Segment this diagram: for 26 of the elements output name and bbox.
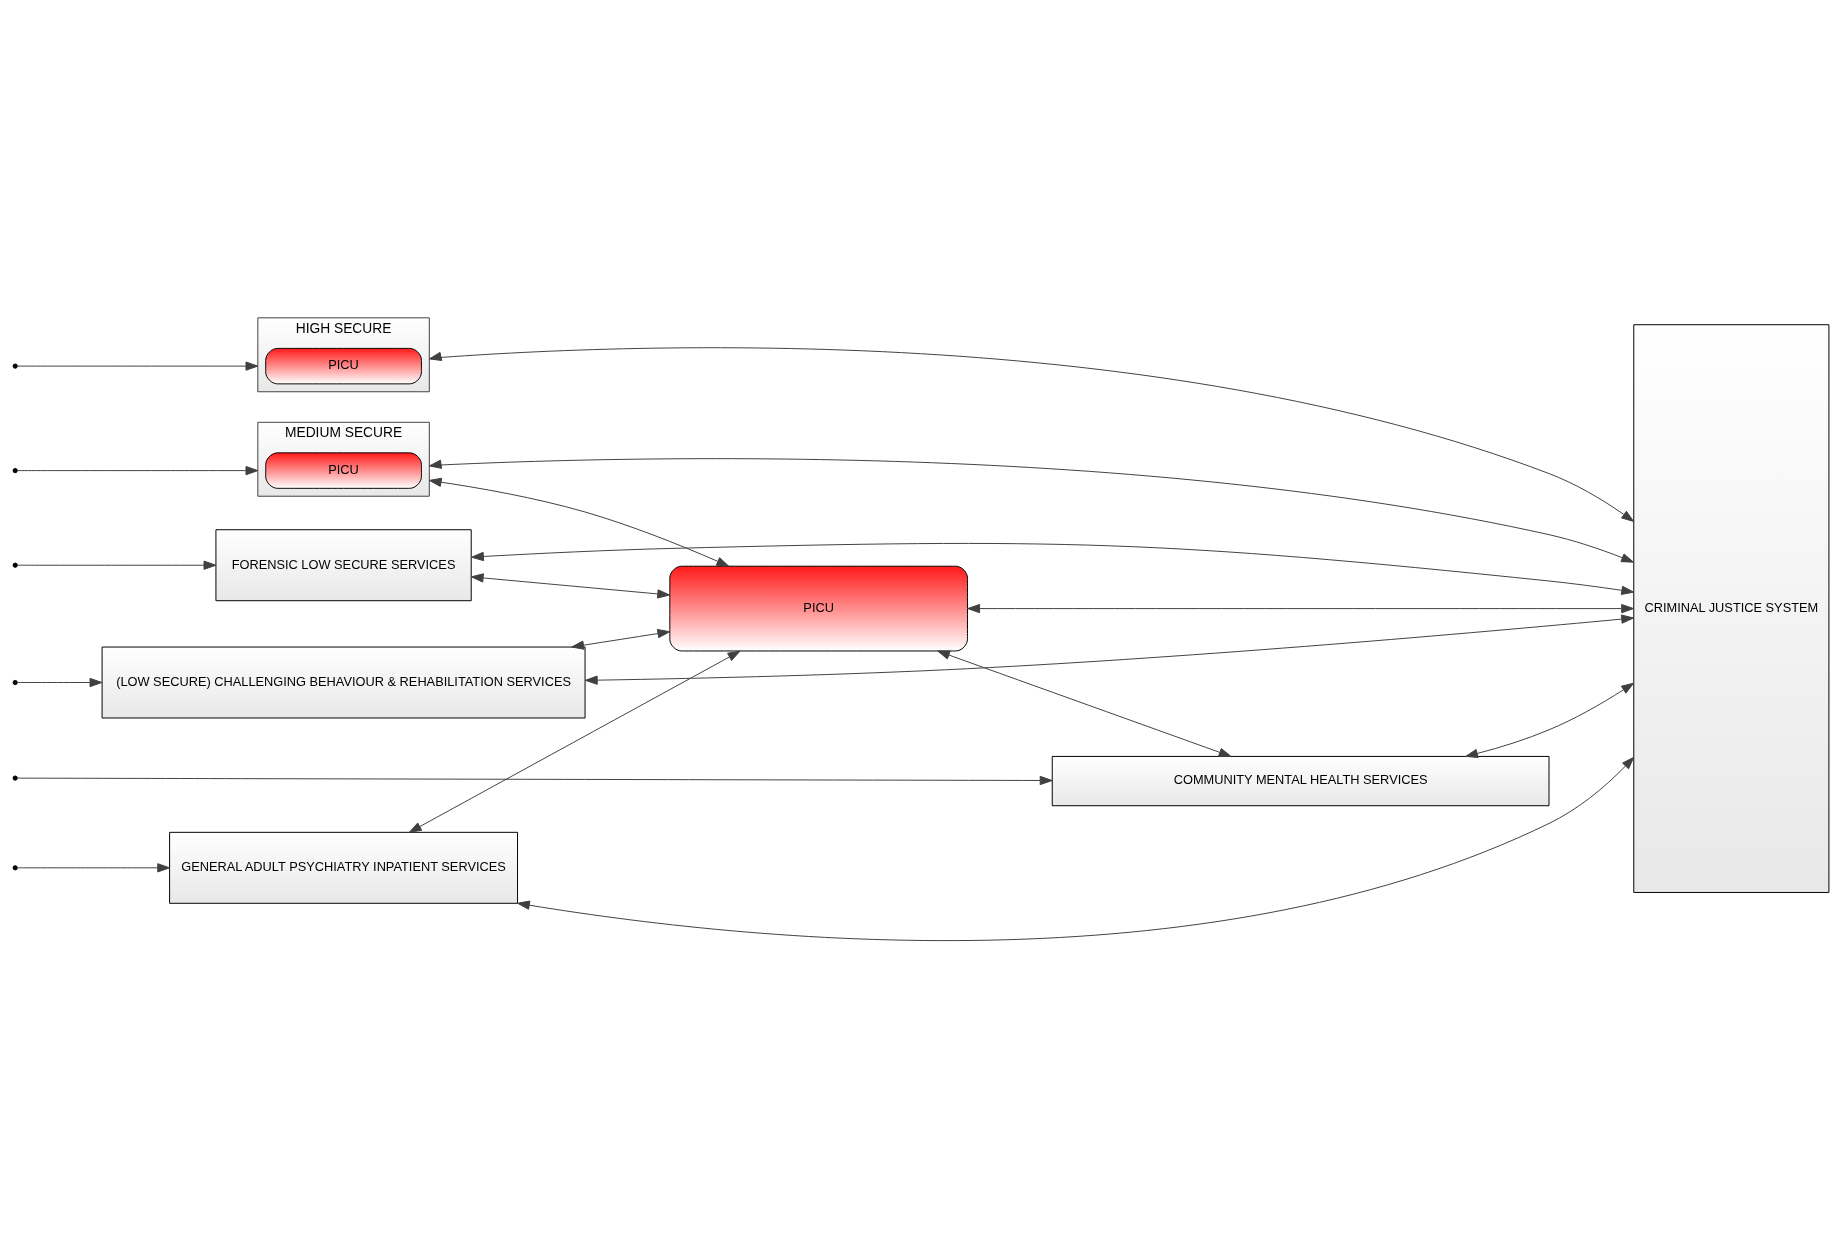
- arrow: [16, 361, 259, 371]
- arrow: [584, 614, 1635, 685]
- arrow: [16, 465, 259, 476]
- arrow: [16, 863, 171, 873]
- arrow: [16, 775, 1053, 786]
- node-box: PICU: [669, 565, 968, 652]
- arrow: [16, 677, 103, 688]
- node-box: GENERAL ADULT PSYCHIATRY INPATIENT SERVICES: [169, 831, 519, 904]
- arrow: [967, 603, 1634, 614]
- node-box: CRIMINAL JUSTICE SYSTEM: [1633, 324, 1830, 893]
- arrow: [937, 650, 1232, 757]
- arrow: [1465, 682, 1635, 758]
- arrow: [408, 650, 741, 833]
- arrow: [16, 560, 217, 570]
- node-box: PICU: [265, 452, 422, 489]
- arrow: [517, 756, 1635, 941]
- node-box: (LOW SECURE) CHALLENGING BEHAVIOUR & REHABILITATION SERVICES: [101, 646, 586, 719]
- node-box: COMMUNITY MENTAL HEALTH SERVICES: [1051, 755, 1550, 807]
- arrow: [428, 477, 730, 567]
- arrow: [470, 573, 671, 599]
- arrow: [571, 628, 671, 650]
- node-box: FORENSIC LOW SECURE SERVICES: [215, 529, 472, 602]
- arrow: [428, 347, 1635, 522]
- node-box: PICU: [265, 347, 422, 385]
- arrow: [471, 542, 1635, 595]
- arrow: [428, 458, 1634, 563]
